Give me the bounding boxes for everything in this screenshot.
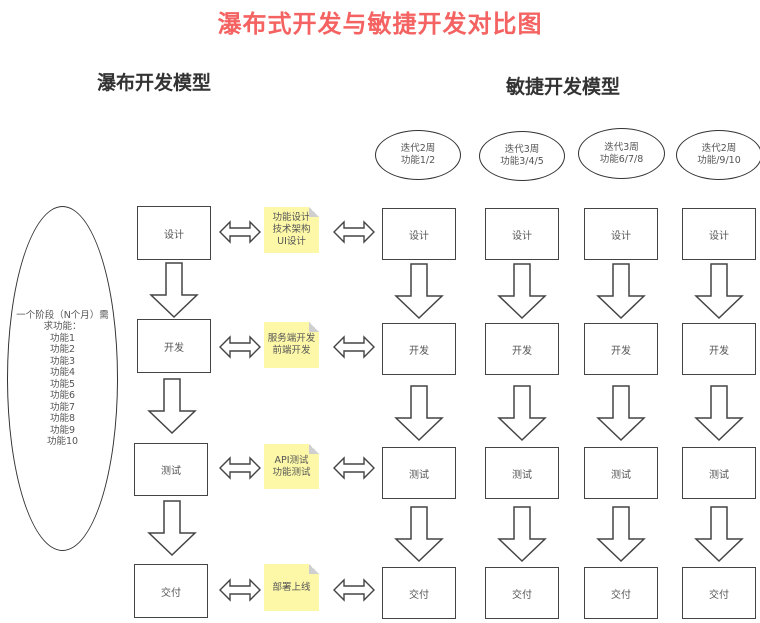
- note-test: API测试 功能测试: [264, 444, 319, 489]
- double-arrow-icon: [219, 335, 261, 359]
- agile-stage-test-2: 测试: [485, 447, 559, 499]
- waterfall-heading: 瀑布开发模型: [97, 72, 212, 94]
- note-develop: 服务端开发 前端开发: [264, 322, 319, 368]
- note-develop-text: 服务端开发 前端开发: [267, 333, 316, 356]
- iteration-ellipse-2: 迭代3周 功能3/4/5: [479, 131, 565, 181]
- agile-stage-deliver-4: 交付: [682, 567, 756, 619]
- waterfall-stage-deliver: 交付: [134, 564, 208, 618]
- agile-stage-deliver-3: 交付: [584, 567, 658, 619]
- double-arrow-icon: [333, 335, 375, 359]
- agile-stage-design-1: 设计: [382, 208, 456, 260]
- agile-stage-develop-3: 开发: [584, 323, 658, 375]
- waterfall-stage-develop: 开发: [137, 319, 211, 373]
- agile-stage-develop-4: 开发: [682, 323, 756, 375]
- agile-stage-test-4: 测试: [682, 447, 756, 499]
- double-arrow-icon: [333, 456, 375, 480]
- agile-stage-design-4: 设计: [682, 208, 756, 260]
- down-arrow-icon: [694, 385, 744, 442]
- waterfall-stage-design: 设计: [137, 206, 211, 260]
- down-arrow-icon: [497, 506, 547, 563]
- down-arrow-icon: [694, 263, 744, 320]
- down-arrow-icon: [149, 262, 199, 319]
- down-arrow-icon: [394, 506, 444, 563]
- double-arrow-icon: [219, 456, 261, 480]
- agile-stage-deliver-2: 交付: [485, 567, 559, 619]
- double-arrow-icon: [219, 220, 261, 244]
- double-arrow-icon: [333, 220, 375, 244]
- iteration-ellipse-3: 迭代3周 功能6/7/8: [578, 128, 665, 179]
- down-arrow-icon: [497, 263, 547, 320]
- agile-stage-design-3: 设计: [584, 208, 658, 260]
- down-arrow-icon: [147, 378, 197, 435]
- down-arrow-icon: [596, 506, 646, 563]
- waterfall-stage-test: 测试: [134, 443, 208, 496]
- note-design-text: 功能设计 技术架构 UI设计: [272, 212, 311, 247]
- agile-stage-test-3: 测试: [584, 447, 658, 499]
- note-deploy: 部署上线: [264, 564, 319, 611]
- note-design: 功能设计 技术架构 UI设计: [264, 207, 319, 253]
- iteration-ellipse-4: 迭代2周 功能/9/10: [676, 130, 760, 180]
- down-arrow-icon: [394, 263, 444, 320]
- down-arrow-icon: [394, 385, 444, 442]
- agile-stage-develop-1: 开发: [382, 323, 456, 375]
- requirements-ellipse: 一个阶段（N个月）需求功能： 功能1 功能2 功能3 功能4 功能5 功能6 功…: [7, 206, 118, 551]
- agile-stage-deliver-1: 交付: [382, 567, 456, 619]
- note-test-text: API测试 功能测试: [272, 454, 311, 478]
- requirements-text: 一个阶段（N个月）需求功能： 功能1 功能2 功能3 功能4 功能5 功能6 功…: [16, 309, 109, 448]
- double-arrow-icon: [333, 578, 375, 602]
- agile-stage-develop-2: 开发: [485, 323, 559, 375]
- down-arrow-icon: [596, 263, 646, 320]
- double-arrow-icon: [219, 578, 261, 602]
- iteration-ellipse-1: 迭代2周 功能1/2: [375, 130, 461, 180]
- agile-stage-test-1: 测试: [382, 447, 456, 499]
- down-arrow-icon: [147, 500, 197, 557]
- down-arrow-icon: [596, 385, 646, 442]
- diagram-title: 瀑布式开发与敏捷开发对比图: [217, 10, 543, 38]
- down-arrow-icon: [497, 385, 547, 442]
- down-arrow-icon: [694, 506, 744, 563]
- agile-stage-design-2: 设计: [485, 208, 559, 260]
- note-deploy-text: 部署上线: [272, 581, 311, 593]
- agile-heading: 敏捷开发模型: [506, 76, 621, 98]
